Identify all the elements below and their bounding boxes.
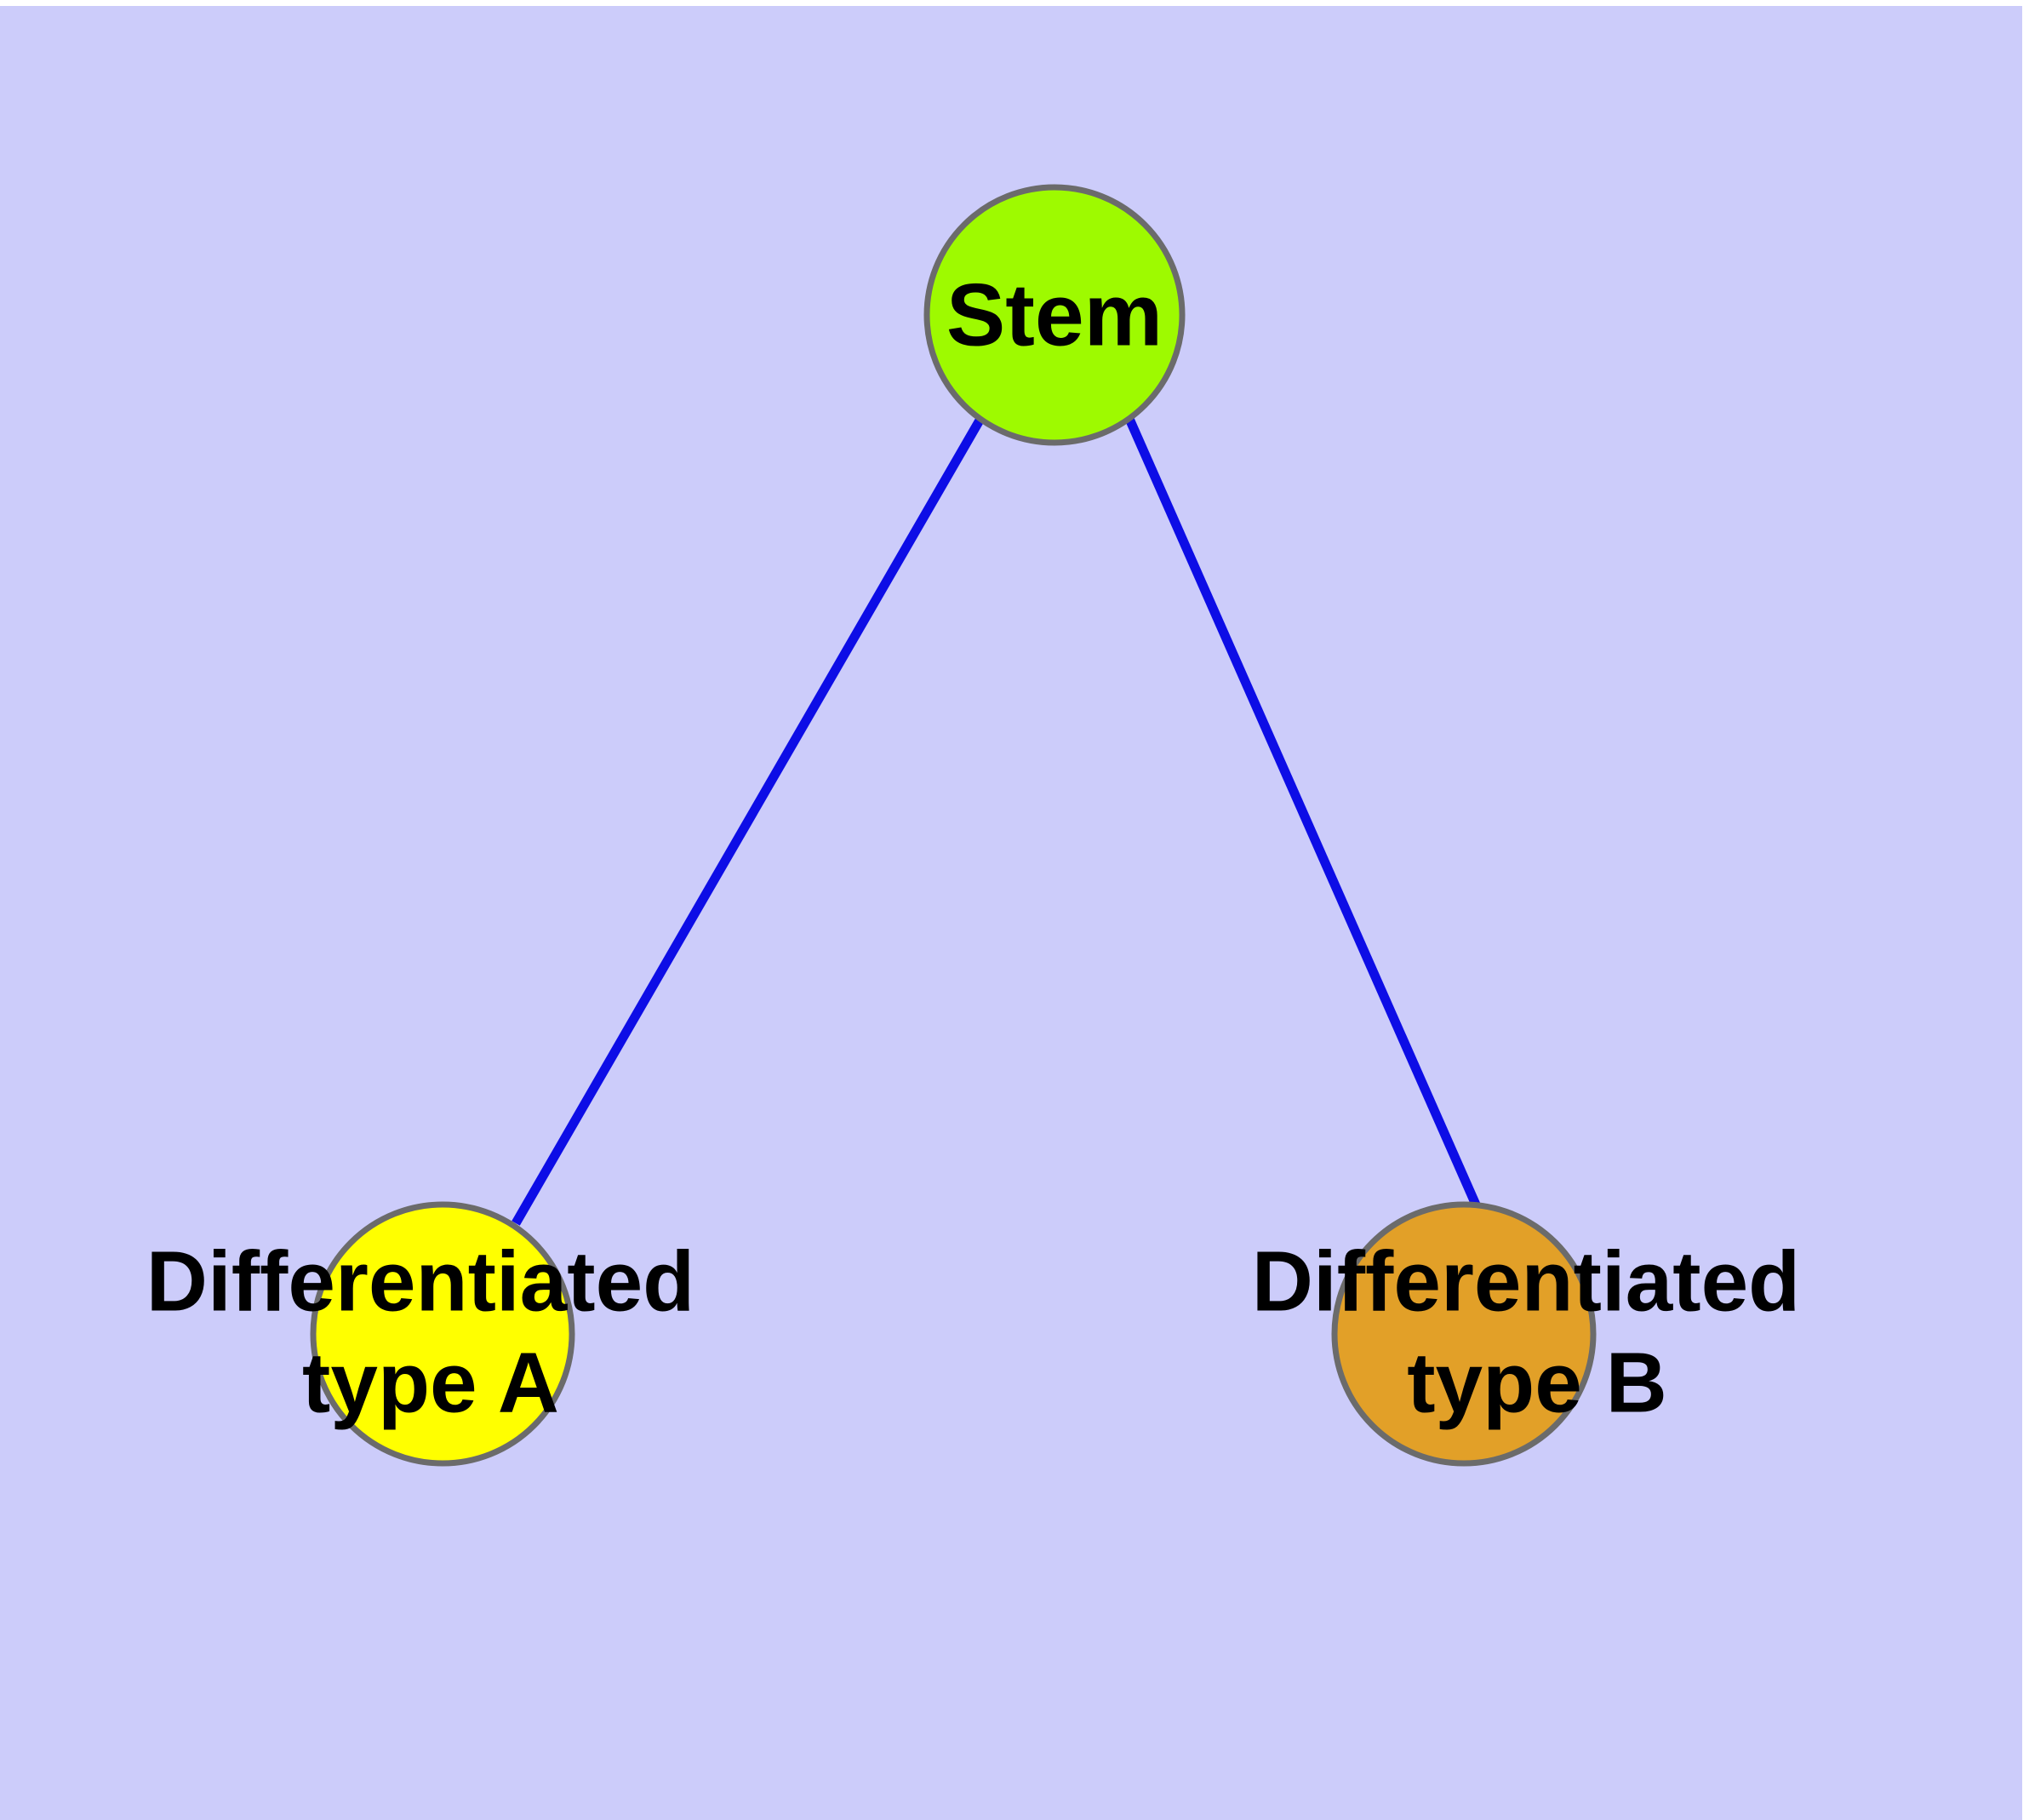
node-diff-a[interactable]: Differentiated type A (146, 1201, 695, 1467)
edge-group (512, 416, 1490, 1228)
node-diff-a-label-line1: Differentiated (146, 1233, 695, 1329)
node-diff-b-circle[interactable] (1331, 1201, 1597, 1467)
edge-stem-to-diff-b[interactable] (1124, 416, 1490, 1228)
node-diff-b-label-line2: type B (1407, 1335, 1667, 1430)
node-stem-label: Stem (946, 266, 1163, 364)
node-diff-a-circle[interactable] (310, 1201, 575, 1467)
node-stem[interactable]: Stem (923, 184, 1186, 446)
node-diff-b-label-line1: Differentiated (1252, 1233, 1801, 1329)
node-stem-circle[interactable] (923, 184, 1186, 446)
node-diff-b[interactable]: Differentiated type B (1252, 1201, 1801, 1467)
edge-stem-to-diff-a[interactable] (512, 416, 985, 1226)
node-diff-a-label-line2: type A (302, 1335, 559, 1430)
